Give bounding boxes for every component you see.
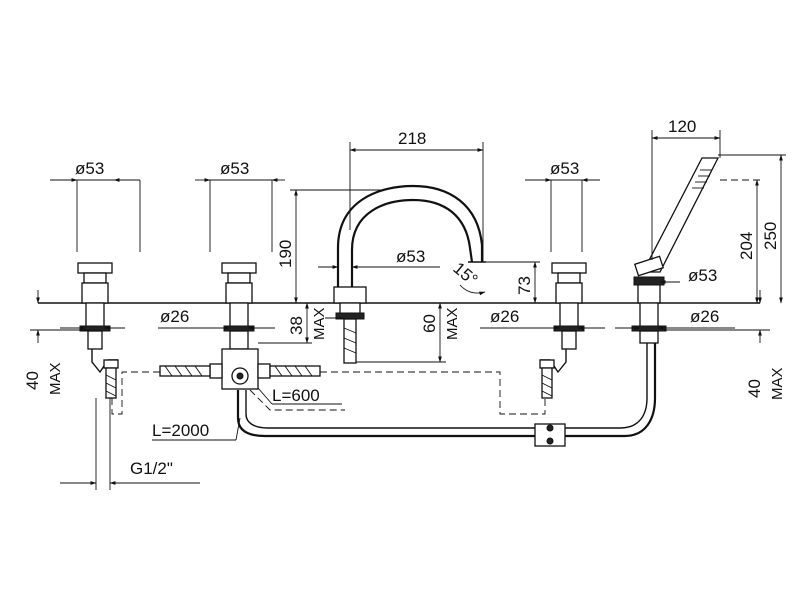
dim-hose-2000: L=2000 xyxy=(152,421,209,440)
left-valve-1 xyxy=(76,180,141,399)
dim-left-40: 40 xyxy=(23,371,42,390)
dim-diam-right: ø53 xyxy=(550,159,579,178)
dim-diam-left-2: ø53 xyxy=(220,159,249,178)
dim-diam-base-right: ø26 xyxy=(690,307,719,326)
dim-120: 120 xyxy=(668,117,696,136)
dim-60: 60 xyxy=(420,314,439,333)
dim-204: 204 xyxy=(737,232,756,260)
hand-shower xyxy=(631,157,720,344)
dim-thread: G1/2" xyxy=(130,459,173,478)
dim-190: 190 xyxy=(276,240,295,268)
dim-diam-shower: ø53 xyxy=(688,266,717,285)
supply-routes xyxy=(111,371,546,415)
dim-diam-left-1: ø53 xyxy=(75,159,104,178)
dim-diam-base-left: ø26 xyxy=(160,307,189,326)
dim-diam-base-mid: ø26 xyxy=(490,307,519,326)
right-valve xyxy=(539,180,587,399)
dim-left-max: MAX xyxy=(47,362,64,395)
spout xyxy=(333,184,486,364)
shower-hose xyxy=(236,343,657,447)
dim-right-max: MAX xyxy=(769,367,786,400)
dim-angle: 15° xyxy=(449,259,481,290)
dim-218: 218 xyxy=(398,129,426,148)
dim-right-40: 40 xyxy=(745,379,764,398)
dim-60-max: MAX xyxy=(444,307,461,340)
dim-250: 250 xyxy=(761,222,780,250)
dim-hose-600: L=600 xyxy=(272,386,320,405)
left-valve-2 xyxy=(209,180,273,350)
dim-38-max: MAX xyxy=(311,307,328,340)
dim-diam-spout: ø53 xyxy=(396,247,425,266)
dim-73: 73 xyxy=(515,276,534,295)
diverter-body xyxy=(159,348,321,390)
dim-38: 38 xyxy=(287,316,306,335)
